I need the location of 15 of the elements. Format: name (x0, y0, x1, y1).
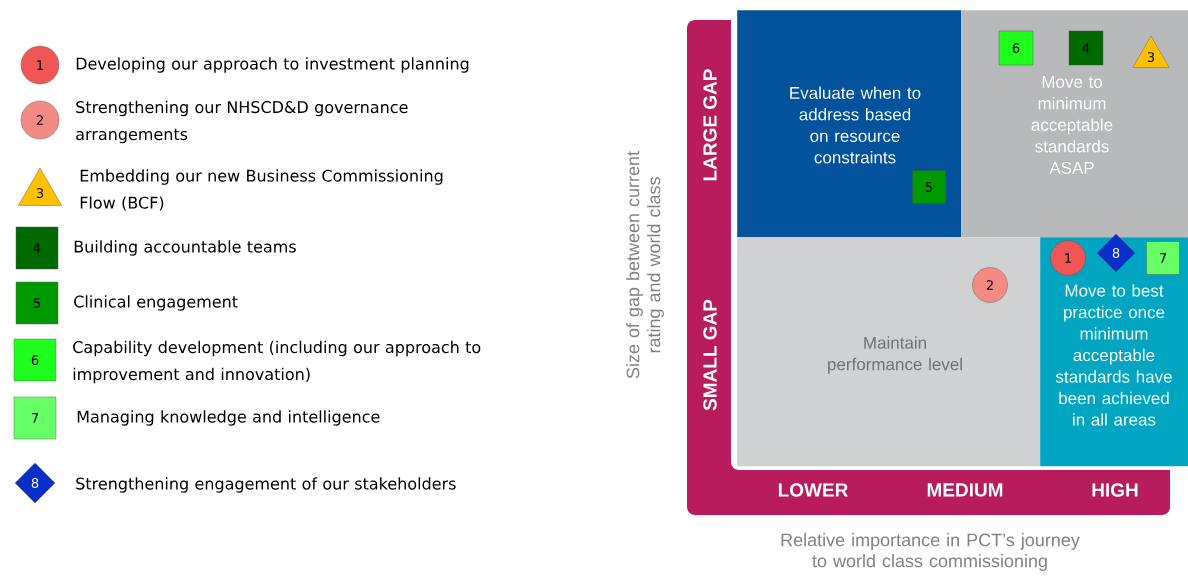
axis-title: Relative importance in PCT’s journey to world class commissioning (781, 533, 1080, 571)
axis-category-label: LOWER (778, 483, 848, 497)
axis-category-label: LARGE GAP (703, 69, 717, 181)
axis-category-label: MEDIUM (927, 483, 1003, 497)
legend-text: Strengthening our NHSCD&D governance arrangements (76, 100, 408, 144)
legend-text: Capability development (including our approach to improvement and innovation) (73, 340, 481, 384)
axis-category-label: SMALL GAP (703, 299, 717, 411)
axis-category-label: HIGH (1092, 483, 1138, 497)
legend-text: Strengthening engagement of our stakeholders (76, 477, 456, 493)
axis-title: Size of gap between current rating and world class (626, 151, 664, 379)
legend-text: Embedding our new Business Commissioning Flow (BCF) (80, 169, 443, 211)
legend-text: Managing knowledge and intelligence (77, 410, 380, 426)
legend-text: Developing our approach to investment planning (76, 57, 469, 73)
legend-text: Building accountable teams (74, 240, 296, 256)
legend-text: Clinical engagement (74, 295, 238, 311)
